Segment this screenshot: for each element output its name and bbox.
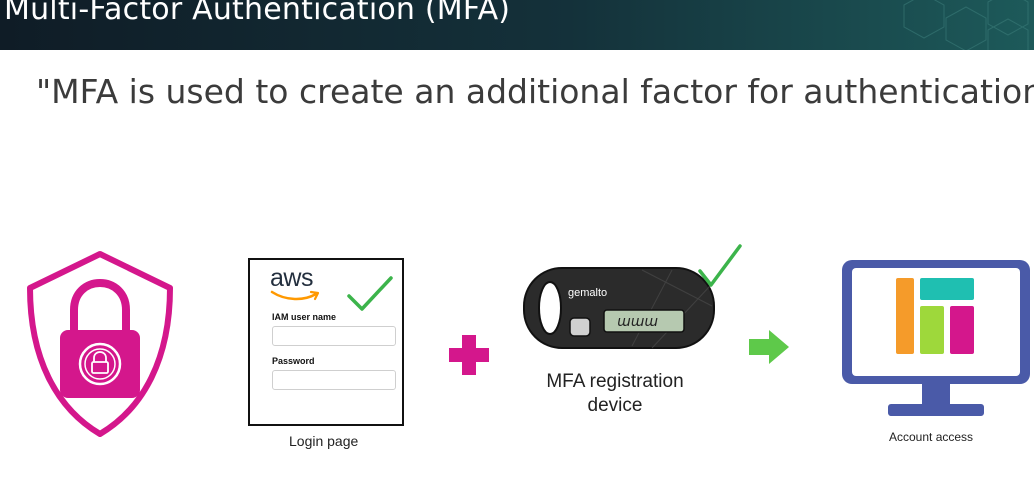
account-access-caption: Account access	[889, 430, 974, 444]
page-title: Multi-Factor Authentication (MFA)	[4, 0, 511, 27]
device-caption-line1: MFA registration	[546, 371, 684, 392]
aws-logo: aws	[270, 264, 313, 292]
aws-smile-icon	[270, 290, 320, 301]
shield-lock-icon	[27, 251, 173, 437]
mfa-quote: "MFA is used to create an additional fac…	[36, 72, 1034, 111]
hexagon-pattern-icon	[903, 0, 1029, 50]
login-page-mockup: aws IAM user name Password	[248, 258, 404, 426]
mfa-token-device: gemalto ɯɯɯ	[523, 267, 715, 349]
header-bar: Multi-Factor Authentication (MFA)	[0, 0, 1034, 50]
monitor-dashboard-icon	[842, 260, 1030, 416]
checkmark-icon	[698, 244, 742, 287]
username-field[interactable]	[272, 326, 396, 346]
password-label: Password	[272, 356, 315, 366]
device-caption-line2: device	[587, 395, 643, 416]
checkmark-icon	[347, 276, 393, 311]
login-page-caption: Login page	[289, 433, 359, 449]
arrow-right-icon	[749, 330, 789, 364]
username-label: IAM user name	[272, 312, 337, 322]
device-display-text: ɯɯɯ	[617, 314, 658, 330]
plus-icon	[449, 335, 489, 375]
device-brand-label: gemalto	[568, 287, 607, 299]
password-field[interactable]	[272, 370, 396, 390]
device-caption: MFA registration device	[520, 370, 710, 418]
